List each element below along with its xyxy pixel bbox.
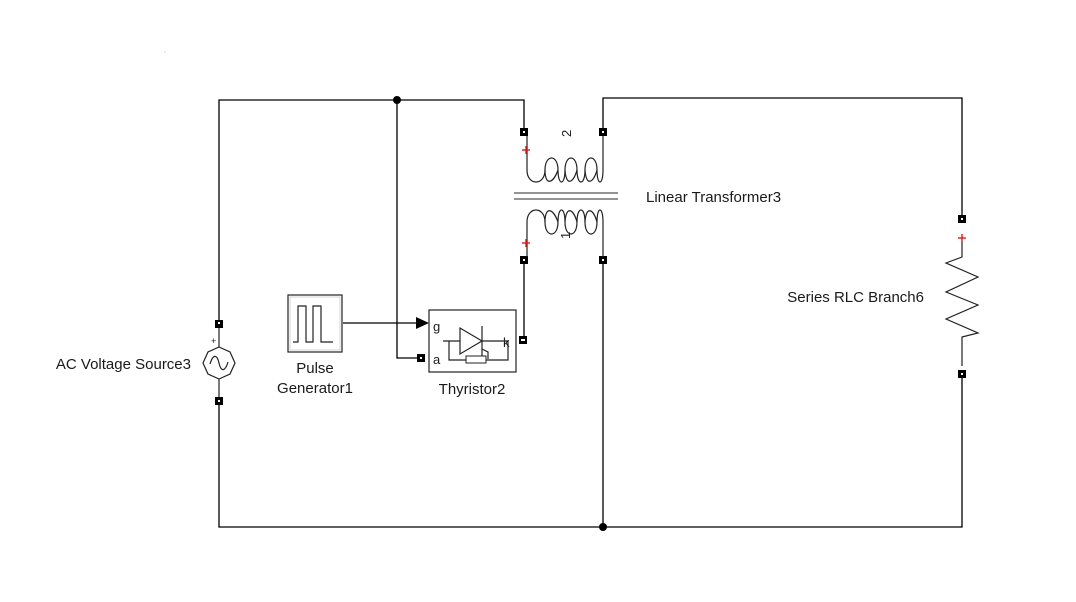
stray-dot: [164, 51, 166, 53]
rlc-label: Series RLC Branch6: [787, 289, 924, 306]
pulse-waveform-icon: [293, 305, 333, 343]
cathode-label: k: [503, 335, 510, 350]
wire-junction-to-thyristor-anode[interactable]: [396, 100, 419, 359]
sine-wave-icon: [209, 355, 229, 371]
pulse-generator-body: [287, 294, 343, 353]
gate-label: g: [433, 319, 440, 334]
winding-1-label: 1: [558, 232, 573, 239]
thyristor[interactable]: g a k Thyristor2: [416, 309, 527, 398]
linear-transformer[interactable]: 2 1 Linear Transformer3: [514, 128, 781, 264]
wire-ac-top-to-transformer[interactable]: [218, 99, 525, 324]
wires: [218, 97, 963, 528]
ac-polarity-mark: +: [211, 336, 216, 346]
anode-label: a: [433, 352, 441, 367]
ac-source-label: AC Voltage Source3: [56, 356, 191, 373]
winding-2-label: 2: [559, 130, 574, 137]
wire-cathode-to-transformer[interactable]: [523, 262, 527, 341]
pulse-generator-label-1: Pulse: [296, 360, 334, 377]
junction-top: [393, 96, 401, 104]
winding-1-icon: [526, 209, 604, 257]
transformer-label: Linear Transformer3: [646, 189, 781, 206]
thyristor-label: Thyristor2: [439, 381, 506, 398]
winding-2-icon: [526, 136, 604, 183]
wire-transformer-to-rlc[interactable]: [602, 97, 963, 218]
thyristor-symbol-icon: [443, 326, 509, 364]
junction-bottom: [599, 523, 607, 531]
pulse-generator[interactable]: Pulse Generator1: [277, 294, 353, 397]
resistor-zigzag-icon: [944, 242, 980, 366]
series-rlc-branch[interactable]: Series RLC Branch6: [787, 215, 980, 378]
pulse-generator-label-2: Generator1: [277, 380, 353, 397]
gate-input-arrow-icon: [416, 317, 429, 329]
wire-rlc-to-bottom[interactable]: [218, 374, 963, 528]
ac-voltage-source[interactable]: + AC Voltage Source3: [56, 320, 236, 405]
